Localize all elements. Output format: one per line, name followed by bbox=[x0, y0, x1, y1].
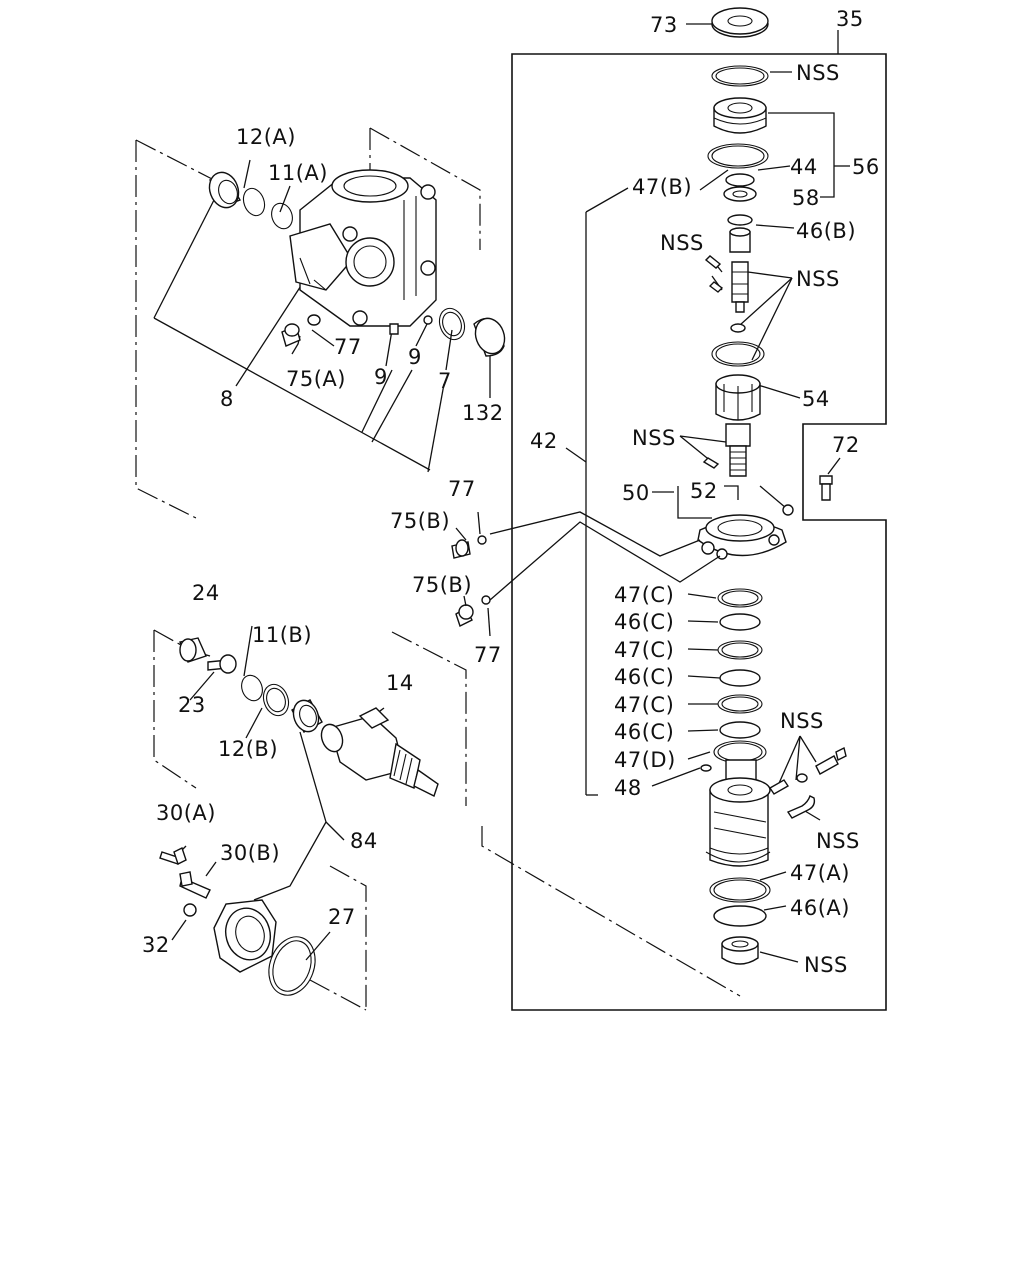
part-nss-pins bbox=[702, 255, 724, 469]
part-30-bolts bbox=[159, 847, 211, 917]
label-56: 56 bbox=[852, 155, 880, 179]
label-30a: 30(A) bbox=[156, 801, 216, 825]
part-housing-body bbox=[289, 169, 437, 327]
label-46c-1: 46(C) bbox=[614, 610, 674, 634]
part-7-oring bbox=[438, 307, 466, 341]
part-132-cap bbox=[473, 317, 506, 357]
part-48-ball bbox=[700, 764, 712, 772]
part-46b-seal bbox=[727, 214, 753, 226]
label-nss-rotor: NSS bbox=[632, 426, 676, 450]
label-11a: 11(A) bbox=[268, 161, 328, 185]
label-8: 8 bbox=[220, 387, 234, 411]
callout-bracket-42 bbox=[565, 187, 629, 796]
part-50-housing bbox=[697, 514, 787, 560]
label-23: 23 bbox=[178, 693, 206, 717]
label-52: 52 bbox=[690, 479, 718, 503]
label-46a: 46(A) bbox=[790, 896, 850, 920]
part-stacked-rings bbox=[713, 588, 767, 764]
part-44-58-bearing bbox=[723, 173, 757, 202]
label-84: 84 bbox=[350, 829, 378, 853]
label-58: 58 bbox=[792, 186, 820, 210]
label-132: 132 bbox=[462, 401, 504, 425]
part-12a-bearing bbox=[208, 171, 242, 209]
label-77-lower: 77 bbox=[474, 643, 502, 667]
label-42: 42 bbox=[530, 429, 558, 453]
part-56-cap bbox=[713, 97, 767, 134]
part-23-screw bbox=[207, 654, 237, 674]
label-27: 27 bbox=[328, 905, 356, 929]
label-50: 50 bbox=[622, 481, 650, 505]
part-27-oring bbox=[268, 936, 316, 996]
label-nss-top: NSS bbox=[796, 61, 840, 85]
label-47d: 47(D) bbox=[614, 748, 676, 772]
label-nss-fittings: NSS bbox=[780, 709, 824, 733]
label-48: 48 bbox=[614, 776, 642, 800]
label-54: 54 bbox=[802, 387, 830, 411]
part-24-cap bbox=[179, 637, 207, 663]
part-52-screw bbox=[782, 504, 794, 516]
label-72: 72 bbox=[832, 433, 860, 457]
part-72-bolt bbox=[819, 475, 833, 501]
part-bearing-shaft bbox=[291, 699, 323, 733]
part-54-rotor bbox=[711, 341, 765, 477]
label-46c-3: 46(C) bbox=[614, 720, 674, 744]
label-30b: 30(B) bbox=[220, 841, 280, 865]
part-47b-oring bbox=[707, 143, 769, 169]
label-35: 35 bbox=[836, 7, 864, 31]
label-46c-2: 46(C) bbox=[614, 665, 674, 689]
label-nss-spool: NSS bbox=[796, 267, 840, 291]
label-11b: 11(B) bbox=[252, 623, 312, 647]
label-nss-bottom: NSS bbox=[804, 953, 848, 977]
label-75b-upper: 75(B) bbox=[390, 509, 450, 533]
part-9-screws bbox=[389, 315, 433, 335]
part-nss-seal-bottom bbox=[721, 936, 759, 965]
label-77-housing: 77 bbox=[334, 335, 362, 359]
part-valve-spool-upper bbox=[729, 227, 751, 333]
label-7: 7 bbox=[438, 369, 452, 393]
part-84-cover bbox=[213, 899, 277, 973]
valve-assembly-frame bbox=[511, 30, 887, 1011]
label-nss-pins: NSS bbox=[660, 231, 704, 255]
label-12a: 12(A) bbox=[236, 125, 296, 149]
label-9-left: 9 bbox=[374, 365, 388, 389]
label-44: 44 bbox=[790, 155, 818, 179]
upper-left-frame-lines bbox=[135, 127, 491, 519]
label-24: 24 bbox=[192, 581, 220, 605]
label-47a: 47(A) bbox=[790, 861, 850, 885]
label-73: 73 bbox=[650, 13, 678, 37]
part-nss-oring-top bbox=[711, 65, 769, 87]
label-9-right: 9 bbox=[408, 345, 422, 369]
label-75a: 75(A) bbox=[286, 367, 346, 391]
part-lower-valve-body bbox=[705, 759, 771, 867]
label-32: 32 bbox=[142, 933, 170, 957]
label-12b: 12(B) bbox=[218, 737, 278, 761]
part-11b-12b-rings bbox=[241, 674, 290, 717]
lower-left-frame-lines bbox=[153, 625, 741, 1011]
fittings-75b-77 bbox=[451, 511, 721, 637]
label-14: 14 bbox=[386, 671, 414, 695]
label-47c-1: 47(C) bbox=[614, 583, 674, 607]
label-47c-3: 47(C) bbox=[614, 693, 674, 717]
callout-labels: 73 35 NSS 44 56 58 47(B) 46(B) NSS NSS 5… bbox=[142, 7, 880, 977]
part-75a-fitting bbox=[281, 314, 321, 347]
part-14-sector-shaft bbox=[320, 707, 439, 797]
label-47b: 47(B) bbox=[632, 175, 692, 199]
label-nss-hose: NSS bbox=[816, 829, 860, 853]
part-73-seal bbox=[711, 7, 769, 38]
leader-lines-right bbox=[651, 23, 850, 963]
part-nss-fittings-lower bbox=[769, 746, 847, 819]
part-47a-46a-rings bbox=[709, 877, 771, 927]
label-47c-2: 47(C) bbox=[614, 638, 674, 662]
label-75b-lower: 75(B) bbox=[412, 573, 472, 597]
part-12a-11a-rings bbox=[242, 187, 293, 230]
label-77-upper: 77 bbox=[448, 477, 476, 501]
label-46b: 46(B) bbox=[796, 219, 856, 243]
